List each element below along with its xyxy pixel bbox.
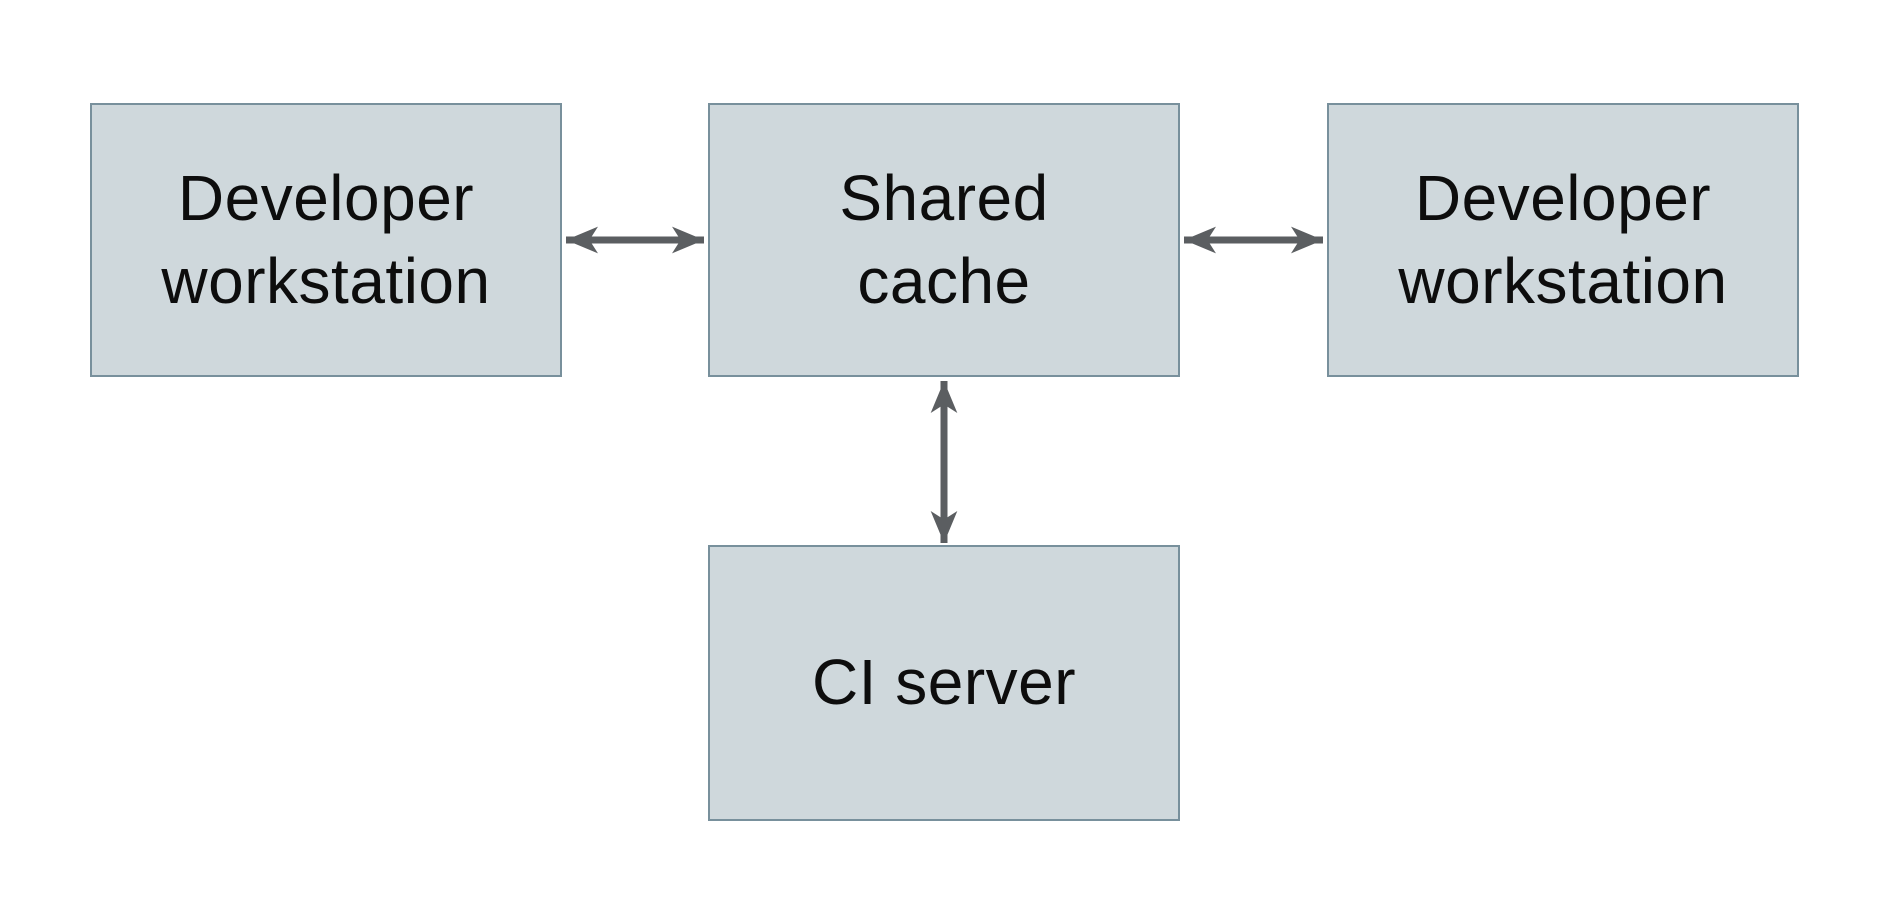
node-label-line: workstation xyxy=(161,245,491,317)
node-label-line: Shared xyxy=(839,161,1049,234)
node-label-line: Developer xyxy=(177,161,475,234)
node-label-line: CI server xyxy=(811,646,1077,719)
node-label-line: cache xyxy=(857,245,1031,317)
node-developer-workstation-left: Developer workstation xyxy=(90,103,562,377)
node-label-line: Developer xyxy=(1414,161,1712,234)
node-shared-cache: Shared cache xyxy=(708,103,1180,377)
node-label-line: workstation xyxy=(1398,245,1728,317)
node-ci-server: CI server xyxy=(708,545,1180,821)
node-developer-workstation-right: Developer workstation xyxy=(1327,103,1799,377)
